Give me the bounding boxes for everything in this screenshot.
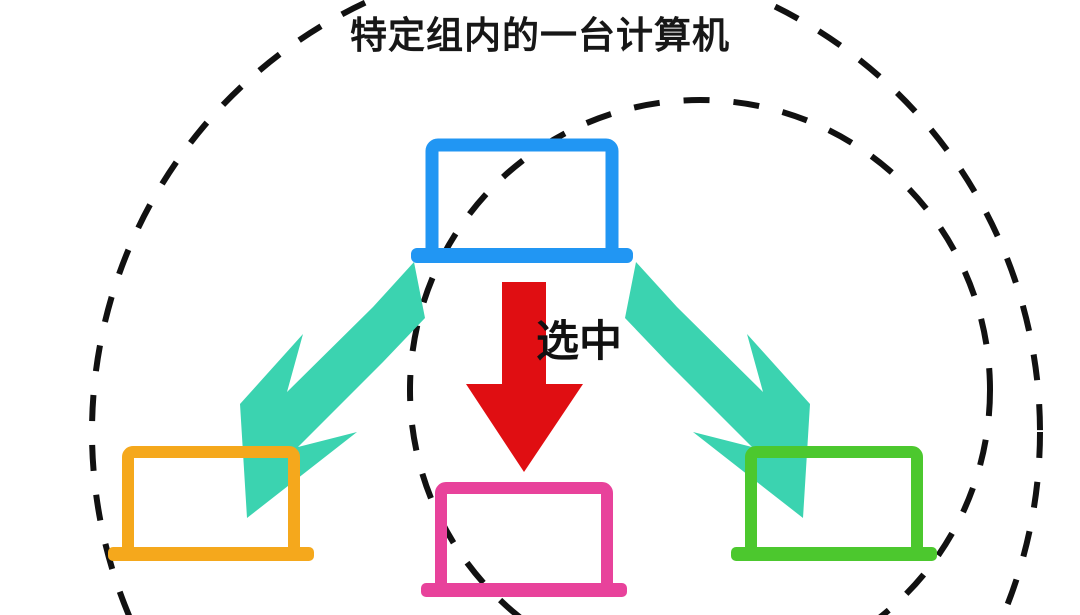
laptop-screen xyxy=(435,482,613,595)
page-title: 特定组内的一台计算机 xyxy=(350,15,730,56)
dashed-circle-icon-outer xyxy=(89,0,1043,615)
arrow-down-left-icon xyxy=(240,262,425,518)
laptop-base xyxy=(731,547,937,561)
laptop-icon-selected[interactable] xyxy=(411,138,633,263)
arrow-down-right-icon xyxy=(625,262,810,518)
laptop-icon-peer-left[interactable] xyxy=(108,446,314,561)
arrow-down-icon xyxy=(466,282,583,472)
laptop-base xyxy=(108,547,314,561)
dashed-circle-icon-inner xyxy=(407,97,993,615)
laptop-base xyxy=(411,248,633,263)
group-outline-layer xyxy=(89,0,1043,615)
laptop-icon-peer-right[interactable] xyxy=(731,446,937,561)
laptop-icon-target[interactable] xyxy=(421,482,627,597)
laptop-base xyxy=(421,583,627,597)
select-arrow-label: 选中 xyxy=(536,318,622,366)
